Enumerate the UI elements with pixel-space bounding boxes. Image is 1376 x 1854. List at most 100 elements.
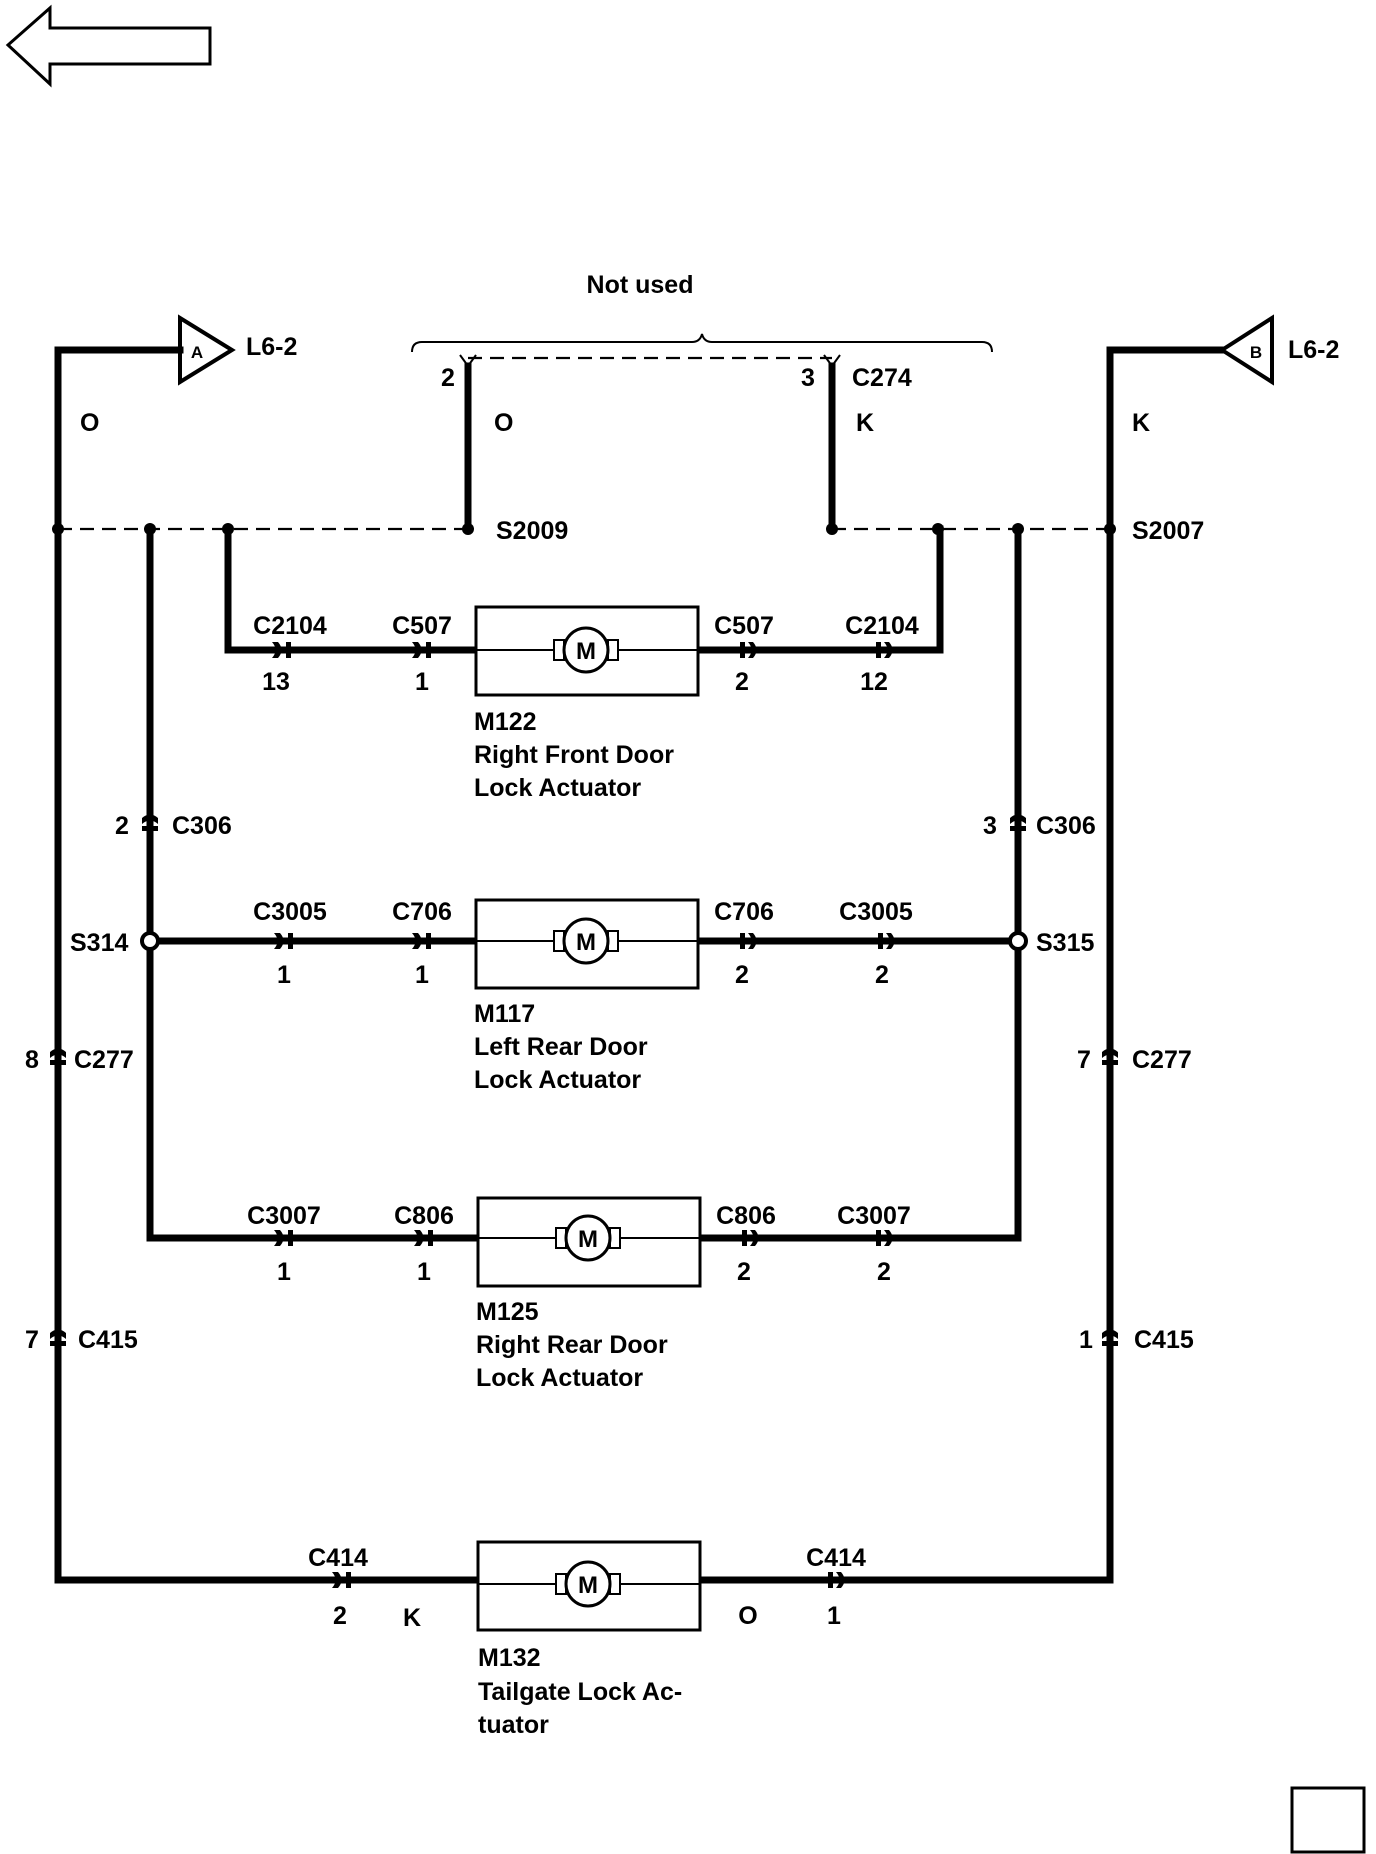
- actuator-m122-name-2: Lock Actuator: [474, 774, 641, 802]
- wire-color-right-main: K: [1132, 409, 1150, 437]
- c415-right-name: C415: [1134, 1326, 1194, 1354]
- connector-label: C2104: [845, 612, 919, 640]
- wire-right-inner: [696, 525, 1022, 1242]
- actuator-m117-name-2: Lock Actuator: [474, 1066, 641, 1094]
- splice-s314-label: S314: [70, 929, 128, 957]
- c306-right-name: C306: [1036, 812, 1096, 840]
- splice-dot: [462, 523, 474, 535]
- svg-text:B: B: [1250, 343, 1262, 362]
- actuator-m117-box: M: [474, 898, 700, 990]
- actuator-m125-name-1: Right Rear Door: [476, 1331, 668, 1359]
- not-used-bracket: [411, 333, 993, 353]
- c277-left-pin: 8: [25, 1046, 39, 1074]
- motor-icon: [555, 1560, 621, 1608]
- connector-label: C2104: [253, 612, 327, 640]
- actuator-m132-box: M: [476, 1540, 702, 1632]
- wire-right-main: [696, 346, 1226, 1584]
- connector-label: C3005: [839, 898, 913, 926]
- actuator-m125-id: M125: [476, 1298, 539, 1326]
- splice-dot: [1104, 523, 1116, 535]
- actuator-m117-id: M117: [474, 1000, 535, 1028]
- actuator-m125-name-2: Lock Actuator: [476, 1364, 643, 1392]
- connector-label: C507: [714, 612, 774, 640]
- actuator-m132-name-2: tuator: [478, 1711, 549, 1739]
- pin-label: 12: [860, 668, 888, 696]
- connector-label: C706: [392, 898, 452, 926]
- actuator-m117-name-1: Left Rear Door: [474, 1033, 648, 1061]
- pin-label: 1: [415, 961, 429, 989]
- offpage-ref-b: B: [1218, 314, 1274, 386]
- c277-right-name: C277: [1132, 1046, 1192, 1074]
- connector-label: C706: [714, 898, 774, 926]
- splice-s315-label: S315: [1036, 929, 1094, 957]
- wire-color-c274-pin2: O: [494, 409, 513, 437]
- pin-label: 13: [262, 668, 290, 696]
- wire-left-main: [54, 346, 482, 1584]
- motor-symbol: M: [576, 929, 596, 956]
- splice-dot: [826, 523, 838, 535]
- splice-dot: [52, 523, 64, 535]
- wire-color-tailgate-left: K: [403, 1604, 421, 1632]
- ref-b-label: L6-2: [1288, 336, 1339, 364]
- not-used-label: Not used: [587, 271, 694, 299]
- motor-symbol: M: [578, 1226, 598, 1253]
- actuator-m122-box: M: [474, 605, 700, 697]
- connector-label: C3007: [247, 1202, 321, 1230]
- c306-left-pin: 2: [115, 812, 129, 840]
- c274-pin2-fork: [459, 354, 477, 368]
- c277-right-pin: 7: [1077, 1046, 1091, 1074]
- pin-label: 2: [735, 668, 749, 696]
- actuator-m132-name-1: Tailgate Lock Ac-: [478, 1678, 682, 1706]
- ref-a-label: L6-2: [246, 333, 297, 361]
- c274-pin-right: 3: [801, 364, 815, 392]
- connector-label: C3005: [253, 898, 327, 926]
- c415-right-pin: 1: [1079, 1326, 1093, 1354]
- motor-icon: [555, 1214, 621, 1262]
- svg-text:A: A: [191, 343, 203, 362]
- splice-s314-dot: [140, 931, 160, 951]
- c274-pin3-fork: [823, 354, 841, 368]
- motor-icon: [553, 917, 619, 965]
- splice-s2009-label: S2009: [496, 517, 568, 545]
- c415-left-pin: 7: [25, 1326, 39, 1354]
- connector-label: C507: [392, 612, 452, 640]
- pin-label: 2: [333, 1602, 347, 1630]
- connector-label: C414: [806, 1544, 866, 1572]
- pin-label: 2: [877, 1258, 891, 1286]
- pin-label: 1: [415, 668, 429, 696]
- c277-left-name: C277: [74, 1046, 134, 1074]
- actuator-m122-id: M122: [474, 708, 537, 736]
- connector-label: C3007: [837, 1202, 911, 1230]
- connector-symbols-horizontal: [272, 642, 895, 1588]
- connector-symbols-vertical: [50, 814, 1118, 1346]
- pin-label: 2: [737, 1258, 751, 1286]
- wire-color-c274-pin3: K: [856, 409, 874, 437]
- wire-color-left-main: O: [80, 409, 99, 437]
- wire-m122-left: [224, 525, 480, 654]
- actuator-m125-box: M: [476, 1196, 702, 1288]
- motor-symbol: M: [576, 638, 596, 665]
- splice-s2007-label: S2007: [1132, 517, 1204, 545]
- connector-label: C806: [716, 1202, 776, 1230]
- c415-left-name: C415: [78, 1326, 138, 1354]
- c306-left-name: C306: [172, 812, 232, 840]
- pin-label: 2: [875, 961, 889, 989]
- wire-left-inner: [146, 525, 482, 1242]
- pin-label: 1: [417, 1258, 431, 1286]
- blank-square-icon[interactable]: [1290, 1786, 1366, 1854]
- wire-m122-right: [696, 525, 944, 654]
- connector-label: C806: [394, 1202, 454, 1230]
- pin-label: 1: [827, 1602, 841, 1630]
- actuator-m132-id: M132: [478, 1644, 541, 1672]
- actuator-m122-name-1: Right Front Door: [474, 741, 674, 769]
- splice-s315-dot: [1008, 931, 1028, 951]
- c274-label: C274: [852, 364, 912, 392]
- connector-label: C414: [308, 1544, 368, 1572]
- offpage-ref-a: A: [178, 314, 236, 386]
- motor-symbol: M: [578, 1572, 598, 1599]
- c274-pin-left: 2: [441, 364, 455, 392]
- pin-label: 1: [277, 961, 291, 989]
- left-arrow-icon[interactable]: [5, 4, 212, 88]
- pin-label: 1: [277, 1258, 291, 1286]
